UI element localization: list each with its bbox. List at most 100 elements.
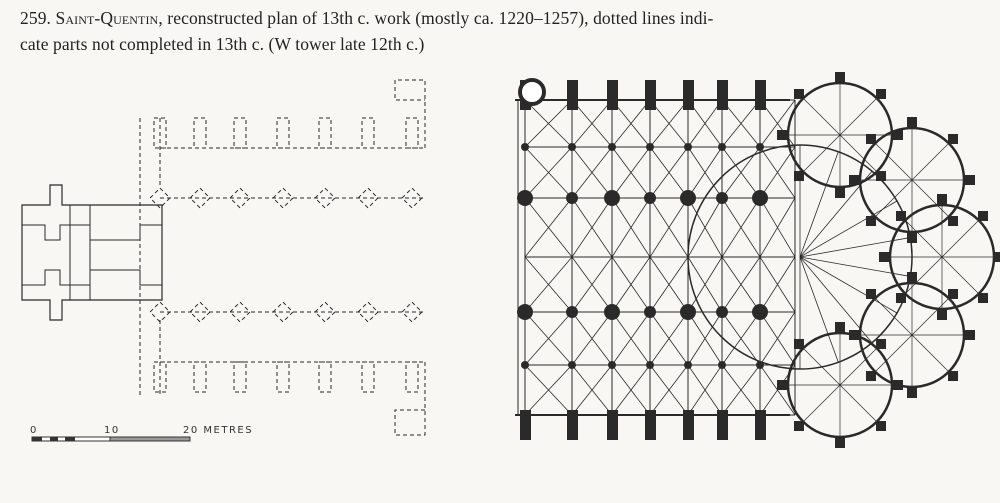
chapel-buttress [948,133,959,144]
diag-rib [687,146,723,199]
pier [756,143,764,151]
chapel-buttress [893,130,903,140]
pier [684,143,692,151]
diag-rib [571,99,613,148]
chapel-buttress [978,210,989,221]
diag-rib [611,146,651,199]
chapel-rib [874,142,913,181]
chapel-rib [941,219,980,258]
pier [517,190,533,206]
pier [521,143,529,151]
buttress [755,410,766,440]
pier [272,187,294,209]
pier [149,301,171,323]
chapel-rib [802,347,841,386]
pier [566,306,578,318]
chapel-rib [911,334,950,373]
tower-interior [22,205,162,300]
diag-rib [759,99,796,148]
diag-rib [649,364,689,416]
pier [680,190,696,206]
pier [149,187,171,209]
diag-rib [524,146,573,199]
chapel-rib [839,384,878,423]
diag-rib [721,311,761,366]
diag-rib [571,197,613,258]
diag-rib [687,364,723,416]
radial-rib [799,151,839,258]
pier [644,306,656,318]
chapel-buttress [879,252,889,262]
buttress [361,361,375,393]
diag-rib [611,197,651,258]
caption-text: , reconstructed plan of 13th c. work (mo… [158,8,714,28]
diag-rib [611,364,651,416]
diag-rib [524,197,573,258]
buttress [233,361,247,393]
pier [716,306,728,318]
pier [189,187,211,209]
pier [716,192,728,204]
pier [517,304,533,320]
scale-label-20: 20 METRES [183,425,253,436]
buttress [193,117,207,149]
chapel-buttress [937,194,947,204]
west-tower [21,184,163,321]
diag-rib [611,99,651,148]
diag-rib [649,146,689,199]
diag-rib [649,256,689,313]
pier [644,192,656,204]
chapel-buttress [876,421,887,432]
diag-rib [759,256,796,313]
buttress [233,117,247,149]
diag-rib [571,311,613,366]
buttress [318,117,332,149]
radial-rib [799,200,898,258]
transept-arm [394,79,426,436]
diag-rib [687,311,723,366]
buttress [405,361,419,393]
diag-rib [524,364,573,416]
chapel-buttress [876,88,887,99]
pier [229,187,251,209]
chapel-buttress [965,330,975,340]
buttress [607,410,618,440]
pier [357,187,379,209]
chapel-rib [911,297,950,336]
chapel-buttress [793,171,804,182]
scale-label-10: 10 [104,425,120,436]
buttress [645,410,656,440]
pier [752,304,768,320]
buttress [361,117,375,149]
diag-rib [524,99,573,148]
chapel-buttress [876,171,887,182]
chevet-chapels [687,72,1000,448]
caption-line-1: 259. Saint-Quentin, reconstructed plan o… [20,8,713,29]
chapel-buttress [907,117,917,127]
pier [604,304,620,320]
scale-bar: 0 10 20 METRES [30,425,253,442]
chapel-buttress [895,293,906,304]
chapel-buttress [777,380,787,390]
chapel-buttress [995,252,1000,262]
chapel-rib [802,384,841,423]
chapel-buttress [907,272,917,282]
chapel-buttress [948,216,959,227]
pier [718,361,726,369]
diag-rib [649,311,689,366]
diag-rib [687,256,723,313]
chapel-buttress [907,233,917,243]
pier [718,143,726,151]
diag-rib [649,197,689,258]
pier [646,361,654,369]
pier [314,301,336,323]
pier [189,301,211,323]
diag-rib [571,146,613,199]
chapel-buttress [793,338,804,349]
radial-rib [799,256,839,363]
chapel-rib [802,97,841,136]
scale-label-0: 0 [30,425,38,436]
chapel-buttress [849,175,859,185]
pier [229,301,251,323]
